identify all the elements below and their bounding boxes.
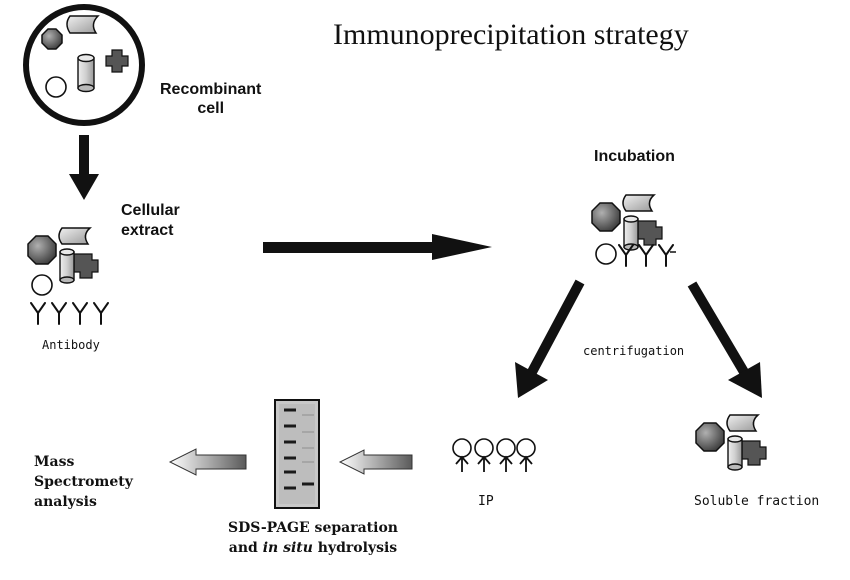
recombinant-cell-illustration (23, 4, 145, 126)
arrow-cell-to-extract (69, 135, 99, 200)
extract-antibodies (30, 302, 109, 325)
sds-label-line2: and in situ hydrolysis (228, 538, 398, 558)
sds-label-and: and (228, 540, 263, 556)
mass-spec-line3: analysis (34, 494, 97, 510)
recombinant-cell-label: Recombinant cell (160, 80, 261, 118)
extract-label-line1: Cellular (121, 202, 180, 219)
extract-proteins (27, 227, 99, 296)
incubation-label: Incubation (594, 148, 675, 165)
extract-label-line2: extract (121, 222, 174, 239)
recombinant-label-line2: cell (197, 100, 225, 117)
arrow-extract-to-incubation (263, 234, 492, 260)
sds-label-line1: SDS-PAGE separation (228, 520, 398, 536)
arrow-to-ip (515, 279, 585, 398)
recombinant-label-line1: Recombinant (160, 81, 262, 98)
arrow-to-soluble (687, 281, 762, 398)
mass-spec-label: Mass Spectromety analysis (34, 452, 133, 512)
ip-label: IP (478, 494, 494, 509)
incubation-mixture (591, 194, 676, 267)
ip-complexes (452, 438, 536, 472)
sds-page-label: SDS-PAGE separation and in situ hydrolys… (228, 518, 398, 558)
sds-label-in-situ: in situ (262, 540, 313, 556)
mass-spec-line1: Mass (34, 454, 75, 470)
diagram-title: Immunoprecipitation strategy (333, 18, 689, 51)
sds-page-gel (274, 399, 320, 509)
sds-label-hydrolysis: hydrolysis (312, 540, 398, 556)
centrifugation-label: centrifugation (583, 344, 685, 358)
antibody-label: Antibody (42, 338, 100, 352)
arrow-gel-to-ms (168, 448, 247, 476)
cellular-extract-label: Cellular extract (121, 201, 180, 241)
arrow-ip-to-gel (338, 449, 413, 475)
soluble-fraction-label: Soluble fraction (694, 494, 820, 509)
mass-spec-line2: Spectromety (34, 474, 133, 490)
soluble-fraction-proteins (695, 414, 767, 471)
